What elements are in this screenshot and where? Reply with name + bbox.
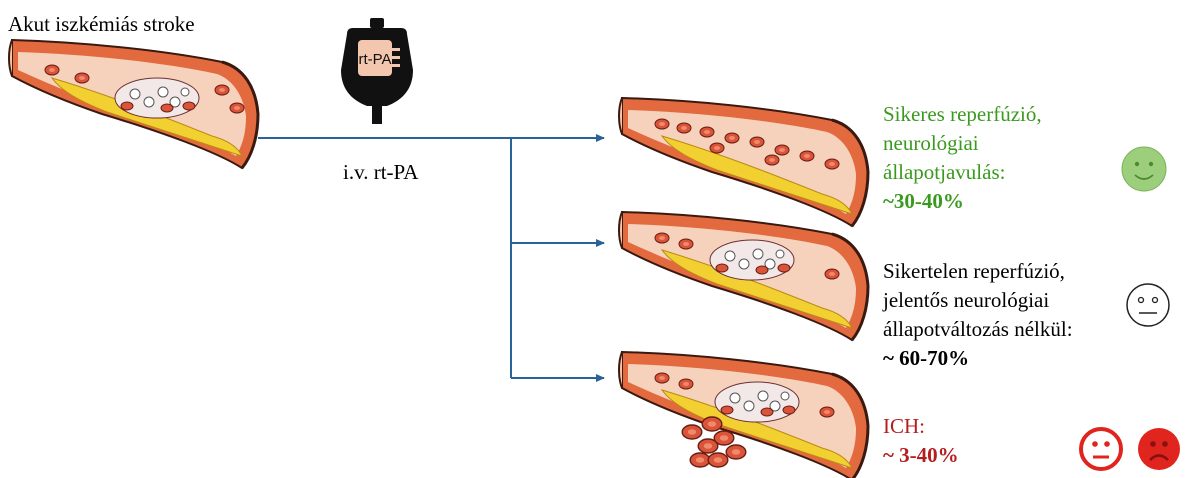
occluded-vessel-illustration <box>9 40 258 168</box>
sad-face-icon <box>1138 428 1180 470</box>
infusion-bag-icon: rt-PA <box>341 18 413 124</box>
treatment-arrows <box>258 138 604 378</box>
neutral-face-icon <box>1127 284 1169 326</box>
reperfused-vessel-illustration <box>619 98 868 226</box>
occluded-vessel-illustration <box>619 212 868 340</box>
smiling-face-icon <box>1122 147 1166 191</box>
hemorrhage-vessel-illustration <box>619 352 868 478</box>
neutral-face-icon <box>1081 429 1121 469</box>
bag-label: rt-PA <box>358 51 391 68</box>
